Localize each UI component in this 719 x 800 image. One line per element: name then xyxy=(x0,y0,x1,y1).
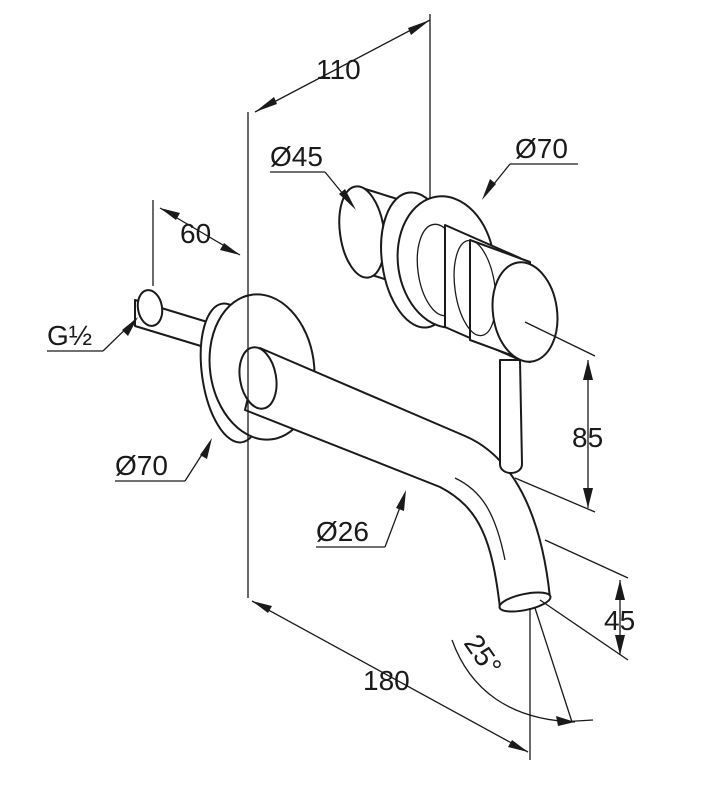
leader-diam-70-handle xyxy=(482,163,578,200)
dimension-label-45: 45 xyxy=(604,605,635,636)
leader-diam-70-spout xyxy=(115,438,212,482)
dimension-45 xyxy=(539,539,629,661)
dimension-label-diam-26: Ø26 xyxy=(316,516,369,547)
mixer-knob xyxy=(444,224,559,363)
dimension-angle-25 xyxy=(451,607,594,760)
dimension-label-thread: G½ xyxy=(47,320,92,351)
dimension-180 xyxy=(251,600,529,753)
leader-diam-26 xyxy=(316,490,406,548)
dimension-110 xyxy=(247,14,431,598)
dimension-label-angle-25: 25° xyxy=(458,629,508,681)
dimension-85 xyxy=(514,321,596,513)
dimension-label-diam-70-spout: Ø70 xyxy=(115,450,168,481)
spout xyxy=(238,346,552,613)
dimension-label-85: 85 xyxy=(572,422,603,453)
mixer-lever xyxy=(499,359,523,474)
leader-diam-45 xyxy=(270,171,356,210)
dimension-label-180: 180 xyxy=(363,665,410,696)
dimension-60 xyxy=(152,200,241,286)
inlet-pipe xyxy=(134,289,215,351)
dimension-label-60: 60 xyxy=(180,218,211,249)
dimension-label-110: 110 xyxy=(316,54,361,85)
dimension-label-diam-45: Ø45 xyxy=(270,141,323,172)
leader-thread-g12 xyxy=(47,317,138,352)
dimension-label-diam-70-handle: Ø70 xyxy=(515,133,568,164)
